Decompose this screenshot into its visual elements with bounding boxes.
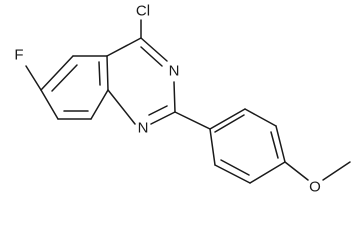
bond-c2-n1-inner bbox=[148, 105, 168, 116]
bond-c8a-c4a-inner bbox=[98, 61, 101, 86]
bond-ar4-ar5 bbox=[249, 161, 286, 184]
methoxyphenyl-ring bbox=[209, 108, 286, 184]
bond-c8-c8a bbox=[90, 89, 109, 120]
bond-ar5-ar6-inner bbox=[220, 159, 250, 176]
bond-ar2-ar3 bbox=[244, 108, 277, 127]
bond-o-methyl bbox=[322, 161, 351, 181]
bond-ar5-ar6 bbox=[214, 164, 251, 184]
bond-ar3-ar4-inner bbox=[270, 131, 279, 159]
bond-c4a-c4 bbox=[106, 37, 142, 57]
bond-ar1-ar2 bbox=[209, 108, 246, 130]
pyrimidine-ring bbox=[106, 37, 176, 125]
bond-c2-aryl bbox=[174, 111, 211, 130]
bond-ar6-ar1 bbox=[209, 128, 216, 166]
bond-c4-n3-inner bbox=[140, 46, 163, 67]
bond-c5-c6 bbox=[40, 55, 74, 91]
chlorine-label: Cl bbox=[136, 3, 150, 20]
bond-c6-f bbox=[25, 65, 42, 91]
bond-c5-c6-inner bbox=[51, 64, 78, 92]
oxygen-label: O bbox=[309, 179, 321, 196]
bond-ar4-o bbox=[284, 161, 309, 181]
nitrogen-1-label: N bbox=[138, 120, 149, 137]
nitrogen-3-label: N bbox=[169, 63, 180, 80]
bond-n1-c8a bbox=[107, 89, 136, 125]
bond-c8a-c4a bbox=[106, 55, 109, 91]
structure-canvas: Cl F N N O bbox=[14, 3, 351, 196]
bond-c4-n3 bbox=[140, 37, 168, 62]
bond-c6-c7 bbox=[40, 89, 59, 120]
bond-c2-n1 bbox=[150, 111, 176, 125]
fluorine-label: F bbox=[14, 47, 23, 64]
bond-ar3-ar4 bbox=[275, 125, 286, 163]
bond-ar1-ar2-inner bbox=[214, 114, 245, 133]
bond-n3-c2 bbox=[173, 81, 176, 113]
benzo-ring bbox=[40, 55, 109, 120]
